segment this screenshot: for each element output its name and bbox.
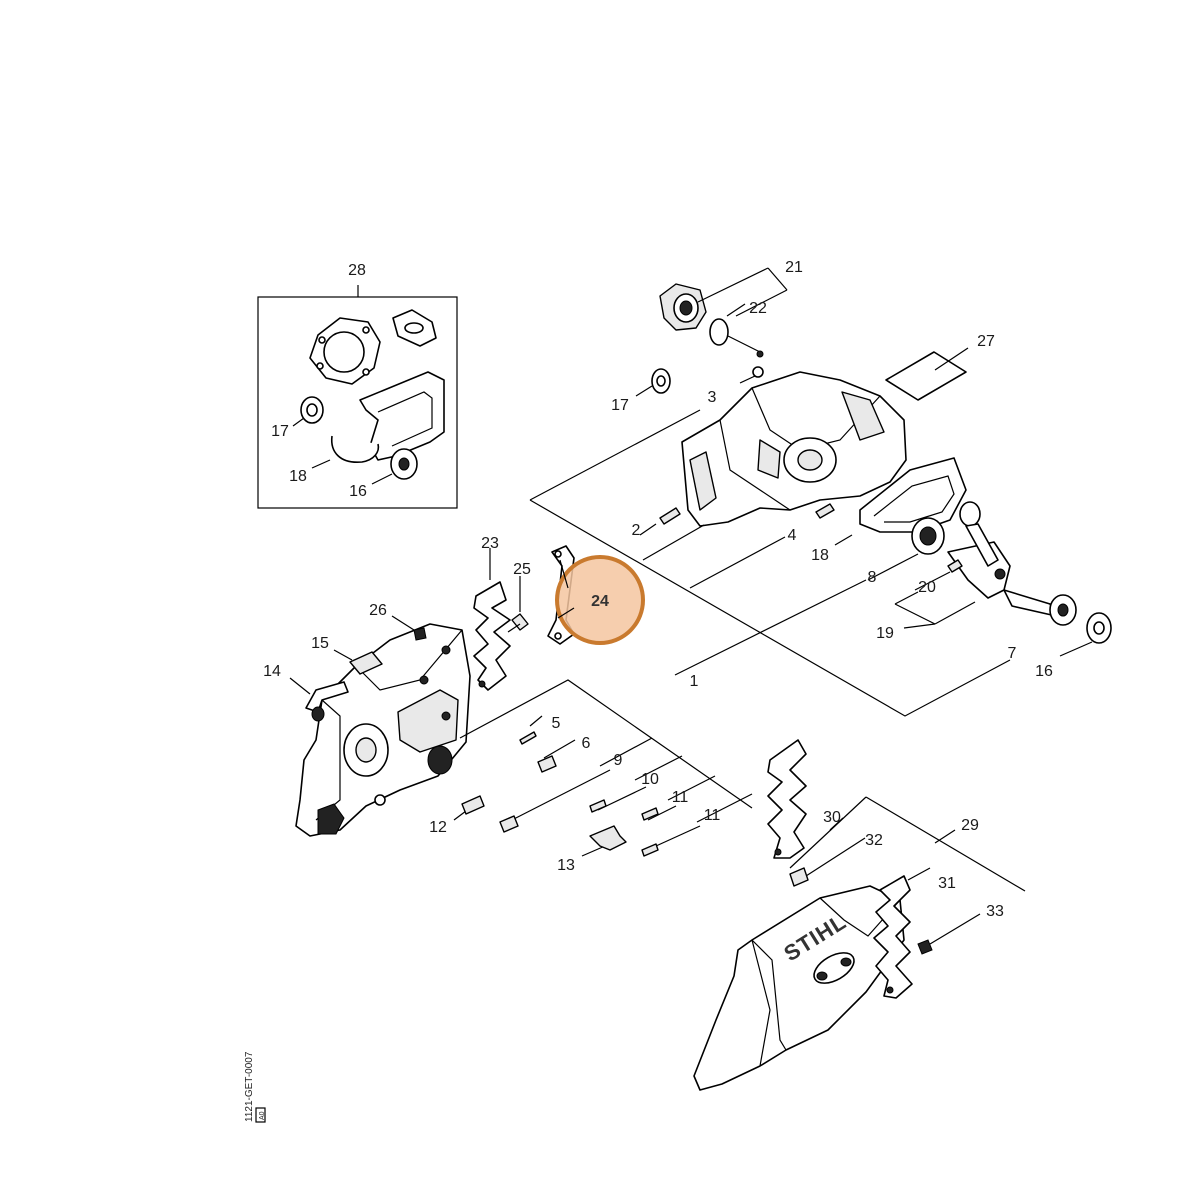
callout-label-22[interactable]: 22 (749, 300, 767, 317)
callout-label-12[interactable]: 12 (429, 819, 447, 836)
callout-label-4[interactable]: 4 (788, 527, 797, 544)
highlight-callout-24[interactable]: 24 (555, 555, 645, 645)
bumper-spike-31 (873, 875, 913, 999)
left-crankcase-housing (295, 623, 471, 837)
callout-label-33[interactable]: 33 (986, 903, 1004, 920)
screw-12 (461, 795, 485, 815)
oil-pump-15 (349, 651, 383, 675)
callout-label-11b[interactable]: 11 (704, 807, 721, 824)
callout-label-20[interactable]: 20 (918, 579, 936, 596)
callout-label-18a[interactable]: 18 (289, 468, 307, 485)
upper-leader-lines (529, 267, 1093, 717)
drawing-code-box-text: A0 (259, 1111, 266, 1120)
callout-label-26[interactable]: 26 (369, 602, 387, 619)
callout-label-16b[interactable]: 16 (1035, 663, 1053, 680)
nut-26 (413, 627, 427, 641)
drawing-code: 1121-GET-0007 A0 (244, 1051, 266, 1123)
callout-label-1[interactable]: 1 (690, 673, 699, 690)
callout-label-19[interactable]: 19 (876, 625, 894, 642)
o-ring-22 (709, 318, 729, 346)
stud-10 (589, 799, 607, 813)
callout-label-29[interactable]: 29 (961, 817, 979, 834)
callout-label-14[interactable]: 14 (263, 663, 281, 680)
screw-32 (789, 867, 809, 887)
screws-group (453, 679, 753, 857)
callout-label-2[interactable]: 2 (632, 522, 641, 539)
stud-11a (641, 807, 659, 821)
collar-screw-6 (537, 755, 557, 773)
callout-label-15[interactable]: 15 (311, 635, 329, 652)
sprocket-cover-group: STIHL (693, 739, 1026, 1091)
callout-label-27[interactable]: 27 (977, 333, 995, 350)
callout-label-21[interactable]: 21 (785, 259, 803, 276)
gasket-18-in-set (331, 435, 380, 463)
dowel-pin-4 (815, 503, 835, 519)
callout-label-24: 24 (591, 593, 609, 610)
stud-13 (589, 825, 627, 851)
callout-label-3[interactable]: 3 (708, 389, 717, 406)
callout-label-31[interactable]: 31 (938, 875, 956, 892)
crankcase-gasket (859, 457, 967, 533)
callout-label-32[interactable]: 32 (865, 832, 883, 849)
callout-label-10[interactable]: 10 (641, 771, 659, 788)
screw-5 (519, 731, 537, 745)
crankcase-assembly (651, 283, 1112, 644)
stud-11b (641, 843, 659, 857)
gasket-set-box (257, 285, 458, 509)
label-plate-27 (885, 351, 967, 401)
callout-label-28[interactable]: 28 (348, 262, 366, 279)
bumper-spike-30 (767, 739, 807, 859)
callout-label-8[interactable]: 8 (868, 569, 877, 586)
callout-label-16a[interactable]: 16 (349, 483, 367, 500)
callout-label-9[interactable]: 9 (614, 752, 623, 769)
callout-label-18b[interactable]: 18 (811, 547, 829, 564)
drawing-code-text: 1121-GET-0007 (244, 1051, 255, 1122)
screw-25 (511, 613, 529, 631)
callout-labels: 1234567891011111213141516161717181819202… (263, 259, 1053, 920)
bumper-spike-23 (473, 581, 511, 691)
nut-33 (917, 939, 933, 955)
screw-9 (499, 815, 519, 833)
highlight-circle[interactable] (555, 555, 645, 645)
callout-label-17a[interactable]: 17 (271, 423, 289, 440)
callout-label-7[interactable]: 7 (1008, 645, 1017, 662)
callout-label-11a[interactable]: 11 (672, 789, 689, 806)
callout-label-23[interactable]: 23 (481, 535, 499, 552)
callout-label-5[interactable]: 5 (552, 715, 561, 732)
needle-cage-20 (947, 559, 963, 573)
callout-label-25[interactable]: 25 (513, 561, 531, 578)
callout-label-13[interactable]: 13 (557, 857, 575, 874)
chain-sprocket-cover (693, 885, 905, 1091)
callout-label-30[interactable]: 30 (823, 809, 841, 826)
callout-label-17b[interactable]: 17 (611, 397, 629, 414)
stud-2 (659, 507, 681, 525)
callout-label-6[interactable]: 6 (582, 735, 591, 752)
drawing-code-box (255, 1107, 266, 1123)
